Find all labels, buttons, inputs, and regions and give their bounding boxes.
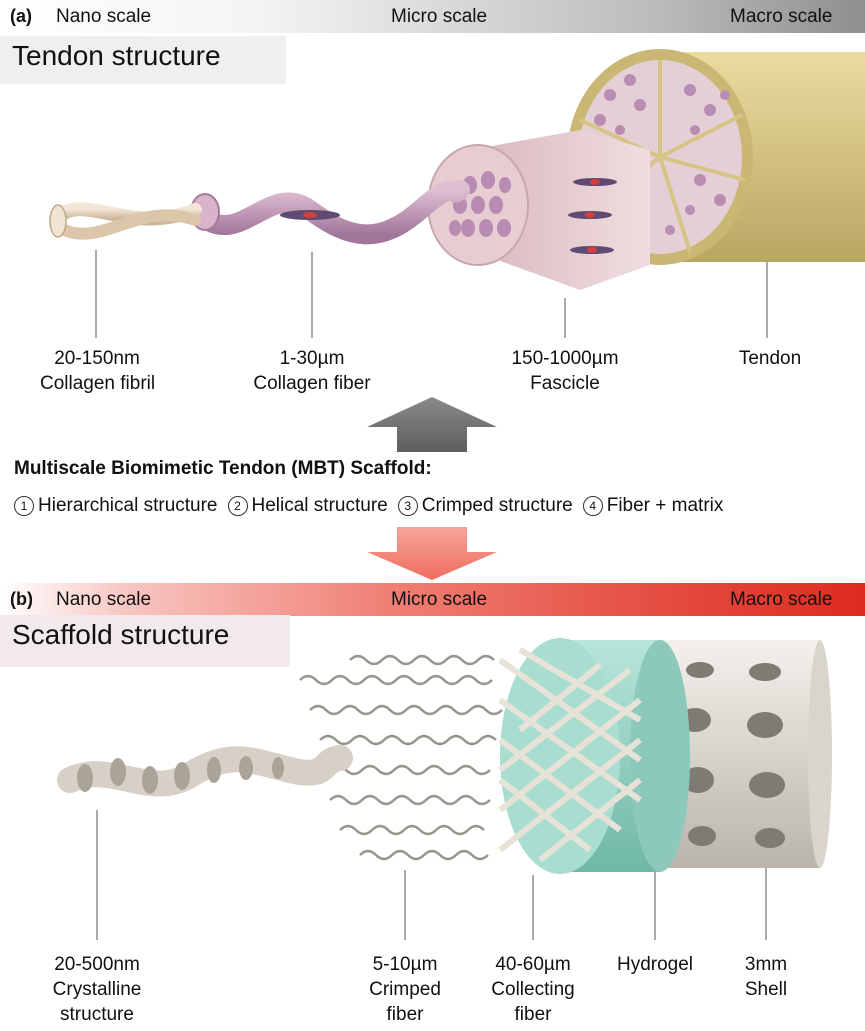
- scale-bar-b: (b) Nano scale Micro scale Macro scale: [0, 583, 865, 616]
- label-hydrogel-name: Hydrogel: [616, 954, 694, 975]
- label-crimped-name2: fiber: [386, 1004, 424, 1025]
- fascicle-illustration: [427, 130, 650, 290]
- feature-text: Crimped structure: [421, 495, 573, 516]
- down-arrow-icon: [367, 527, 497, 580]
- crystalline-structure-illustration: [57, 745, 353, 797]
- label-collecting-name: Collecting: [491, 979, 575, 1000]
- label-collecting-size: 40-60µm: [495, 954, 571, 975]
- feature-number: 1: [14, 496, 34, 516]
- macro-scale-label-a: Macro scale: [730, 6, 833, 27]
- label-fibril-name: Collagen fibril: [40, 373, 156, 394]
- collagen-fibril-illustration: [49, 202, 202, 240]
- label-shell-size: 3mm: [744, 954, 788, 975]
- feature-text: Fiber + matrix: [606, 495, 724, 516]
- feature-number: 4: [582, 496, 603, 516]
- hydrogel-illustration: [500, 638, 690, 874]
- scale-bar-a: (a) Nano scale Micro scale Macro scale: [0, 0, 865, 33]
- label-crimped-fiber: 5-10µm Crimped fiber: [355, 952, 455, 1027]
- panel-a-tag: (a): [10, 6, 32, 26]
- collecting-fiber-illustration: [498, 647, 642, 863]
- collagen-fiber-illustration: [190, 180, 470, 245]
- label-collagen-fibril: 20-150nm Collagen fibril: [40, 346, 156, 396]
- label-collagen-fiber: 1-30µm Collagen fiber: [250, 346, 374, 396]
- label-crimped-size: 5-10µm: [372, 954, 438, 975]
- feature-text: Helical structure: [251, 495, 388, 516]
- tendon-structure-title: Tendon structure: [0, 36, 286, 84]
- label-crystalline-name2: structure: [60, 1004, 134, 1025]
- nano-scale-label-a: Nano scale: [56, 6, 152, 27]
- label-crystalline-size: 20-500nm: [54, 954, 140, 975]
- label-tendon-name: Tendon: [738, 348, 802, 369]
- label-hydrogel: Hydrogel: [605, 952, 705, 977]
- label-fascicle-name: Fascicle: [530, 373, 600, 394]
- panel-b-tag: (b): [10, 589, 33, 609]
- feature-number: 3: [397, 496, 418, 516]
- label-crystalline-structure: 20-500nm Crystalline structure: [40, 952, 154, 1027]
- label-fiber-name: Collagen fiber: [253, 373, 371, 394]
- label-fascicle-size: 150-1000µm: [511, 348, 619, 369]
- label-crystalline-name: Crystalline: [52, 979, 142, 1000]
- label-collecting-fiber: 40-60µm Collecting fiber: [478, 952, 588, 1027]
- macro-scale-label-b: Macro scale: [730, 589, 833, 610]
- feature-number: 2: [227, 496, 248, 516]
- label-shell: 3mm Shell: [730, 952, 802, 1002]
- label-tendon: Tendon: [730, 346, 810, 371]
- micro-scale-label-a: Micro scale: [391, 6, 488, 27]
- label-collecting-name2: fiber: [514, 1004, 552, 1025]
- feature-text: Hierarchical structure: [38, 495, 218, 516]
- label-crimped-name: Crimped: [369, 979, 441, 1000]
- label-fiber-size: 1-30µm: [279, 348, 345, 369]
- label-fascicle: 150-1000µm Fascicle: [500, 346, 630, 396]
- nano-scale-label-b: Nano scale: [56, 589, 152, 610]
- scaffold-structure-title: Scaffold structure: [0, 615, 290, 667]
- micro-scale-label-b: Micro scale: [391, 589, 488, 610]
- label-fibril-size: 20-150nm: [54, 348, 140, 369]
- label-shell-name: Shell: [744, 979, 788, 1000]
- mbt-heading: Multiscale Biomimetic Tendon (MBT) Scaff…: [14, 458, 432, 479]
- up-arrow-icon: [367, 397, 497, 452]
- crimped-fiber-illustration: [299, 654, 503, 861]
